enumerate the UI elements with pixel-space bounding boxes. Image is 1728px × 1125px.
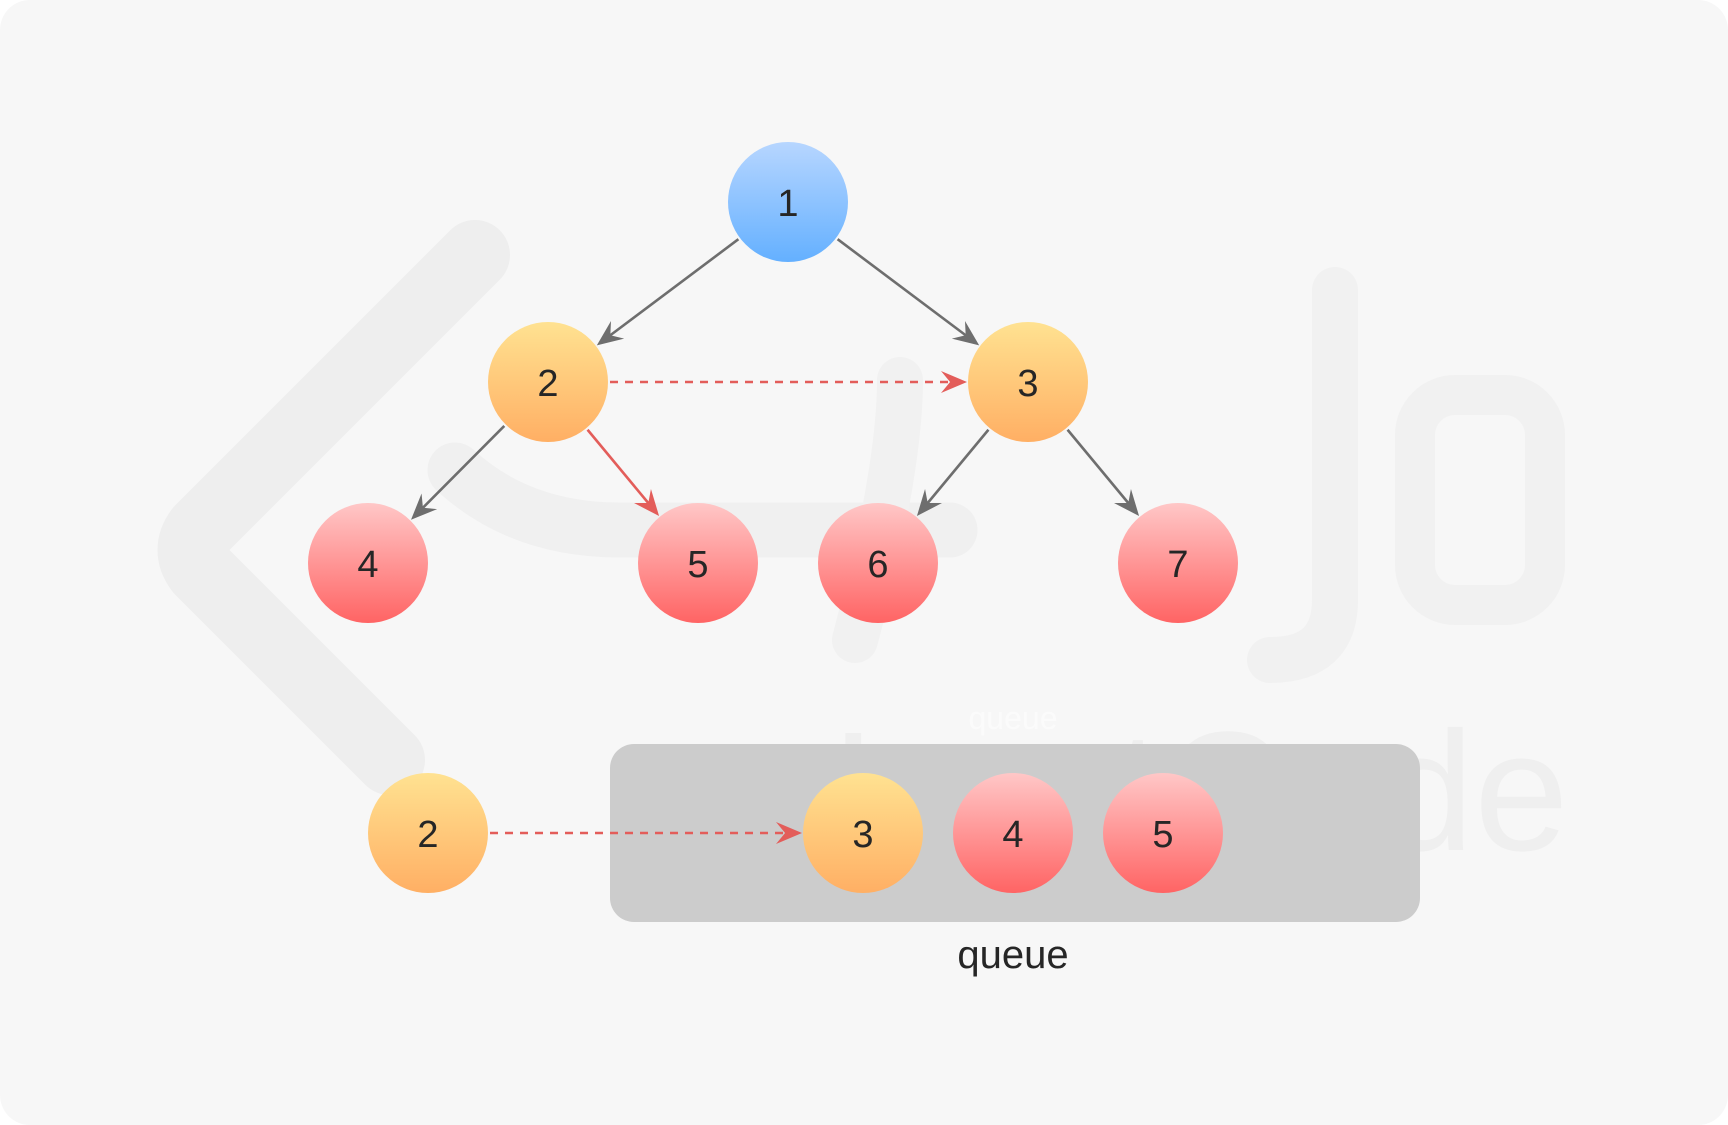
edge-n1-n2	[607, 238, 740, 339]
queue-item-4: 4	[953, 773, 1073, 893]
current-node-2: 2	[368, 773, 488, 893]
edge-n1-n3	[836, 238, 969, 339]
queue-label: queue	[957, 933, 1068, 977]
tree-node-1-label: 1	[777, 183, 798, 225]
tree-node-1-circle	[728, 142, 848, 262]
edge-n2-n5-head	[634, 488, 660, 517]
tree-node-7-label: 7	[1167, 544, 1188, 586]
tree-node-6-label: 6	[867, 544, 888, 586]
tree-node-3-circle	[968, 322, 1088, 442]
queue-item-5-label: 5	[1152, 814, 1173, 856]
tree-node-5-circle	[638, 503, 758, 623]
queue-ghost-label: queue	[969, 700, 1058, 736]
queue-item-3: 3	[803, 773, 923, 893]
tree-node-2-label: 2	[537, 363, 558, 405]
edge-n3-n6-head	[916, 488, 942, 517]
edge-n1-n3-head	[951, 321, 980, 346]
edge-n2-n4-head	[411, 493, 438, 520]
tree-node-1: 1	[728, 142, 848, 262]
edge-n1-n2-head	[596, 321, 625, 346]
edge-n3-n7	[1066, 428, 1132, 507]
tree-edges	[411, 238, 1140, 520]
tree-node-4-label: 4	[357, 544, 378, 586]
queue-item-4-circle	[953, 773, 1073, 893]
tree-node-2-circle	[488, 322, 608, 442]
tree-node-5: 5	[638, 503, 758, 623]
queue-item-4-label: 4	[1002, 814, 1023, 856]
tree-nodes: 1 2 3 4 5 6 7	[308, 142, 1238, 623]
edge-n3-n6	[924, 428, 990, 507]
tree-node-4: 4	[308, 503, 428, 623]
tree-node-2: 2	[488, 322, 608, 442]
edge-n3-n7-head	[1114, 488, 1140, 517]
tree-node-7: 7	[1118, 503, 1238, 623]
edge-n2-n5	[586, 428, 652, 507]
dequeue-pointer-head	[776, 822, 802, 844]
tree-node-3-label: 3	[1017, 363, 1038, 405]
next-pointer-n2-n3-head	[941, 371, 967, 393]
tree-node-6-circle	[818, 503, 938, 623]
tree-node-5-label: 5	[687, 544, 708, 586]
current-node-2-circle	[368, 773, 488, 893]
queue-contents: 3 4 5 2	[368, 773, 1223, 893]
tree-node-3: 3	[968, 322, 1088, 442]
queue-item-3-circle	[803, 773, 923, 893]
current-node-2-label: 2	[417, 814, 438, 856]
edge-n2-n4	[419, 425, 506, 511]
queue-item-5: 5	[1103, 773, 1223, 893]
queue-item-3-label: 3	[852, 814, 873, 856]
tree-node-7-circle	[1118, 503, 1238, 623]
tree-node-4-circle	[308, 503, 428, 623]
queue-item-5-circle	[1103, 773, 1223, 893]
tree-node-6: 6	[818, 503, 938, 623]
